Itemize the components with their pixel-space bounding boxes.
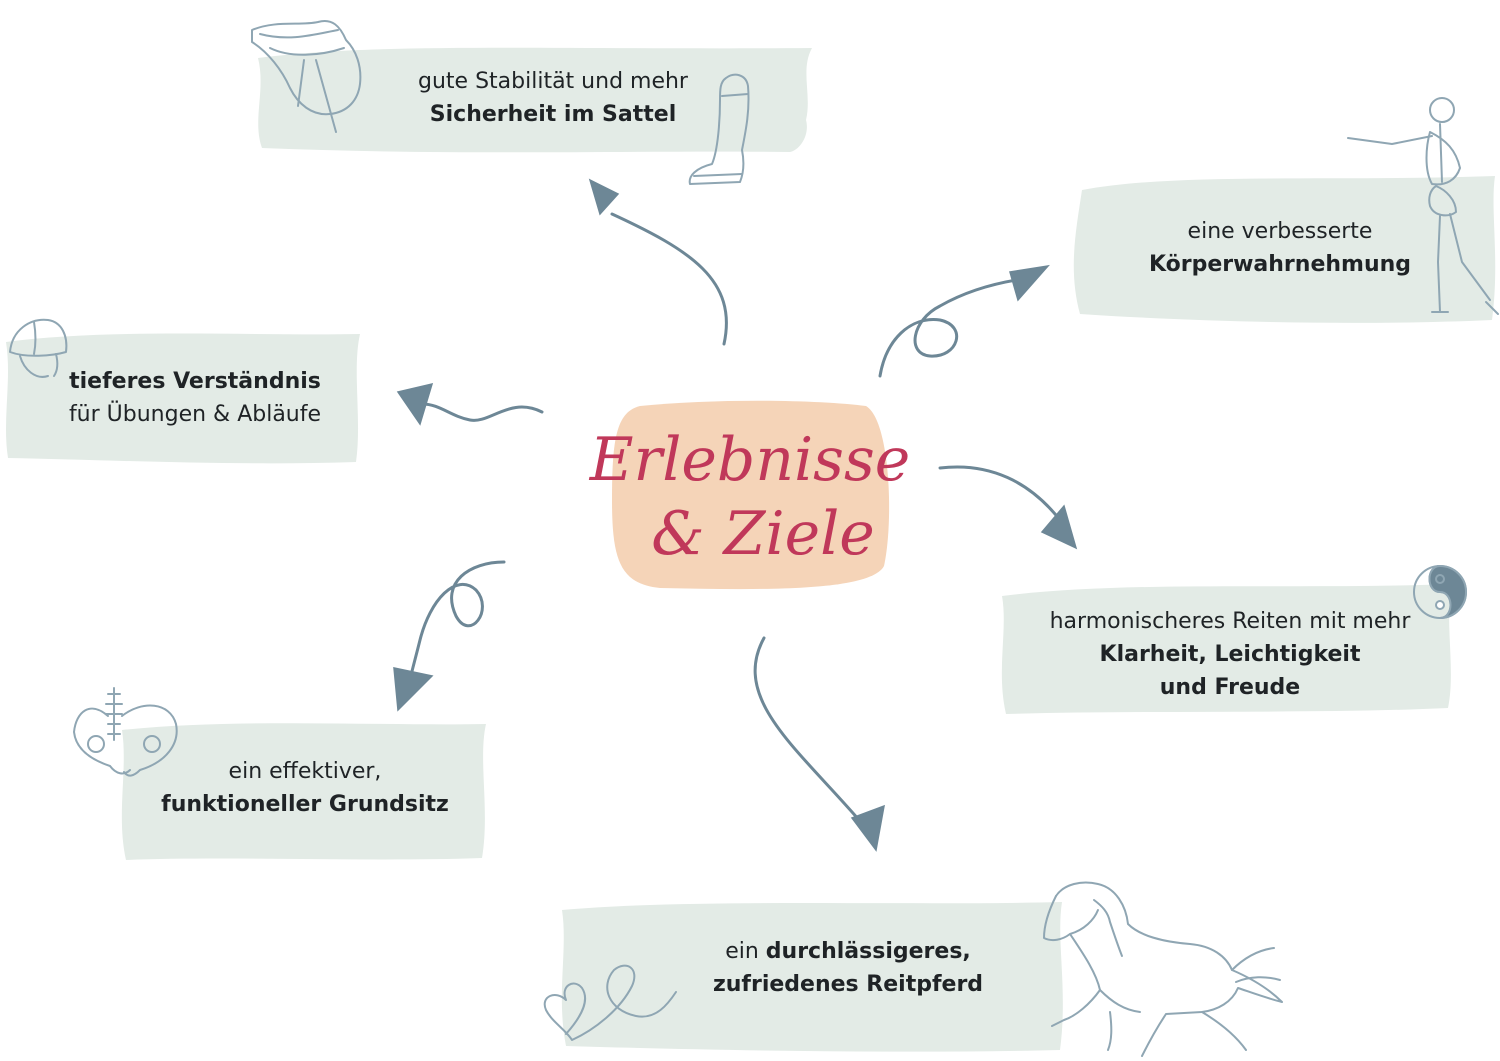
brush-koerper xyxy=(1073,176,1496,323)
arrow-to-reiten xyxy=(938,465,1062,522)
center-title-line1: Erlebnisse xyxy=(589,425,911,495)
node-reitpferd-line2: zufriedenes Reitpferd xyxy=(712,972,984,997)
node-grundsitz-line1: ein effektiver, xyxy=(228,759,382,784)
arrow-to-grundsitz xyxy=(408,560,506,682)
node-sattel-line1: gute Stabilität und mehr xyxy=(418,69,688,94)
center-title: Erlebnisse & Ziele xyxy=(590,404,911,590)
node-reitpferd-line1-prefix: ein xyxy=(725,939,766,964)
center-title-line2: & Ziele xyxy=(651,499,875,569)
arrow-to-sattel xyxy=(610,212,728,346)
node-verstaendnis-line1: tieferes Verständnis xyxy=(69,369,321,394)
node-koerper-line2: Körperwahrnehmung xyxy=(1148,252,1412,277)
riding-boot-icon xyxy=(688,73,750,185)
node-reitpferd-line1: ein durchlässigeres, xyxy=(725,935,971,968)
arrow-to-koerper xyxy=(878,276,1032,378)
node-reitpferd: ein durchlässigeres, zufriedenes Reitpfe… xyxy=(680,932,1016,1004)
brush-reitpferd xyxy=(561,902,1063,1052)
arrowhead-reiten xyxy=(1040,504,1078,550)
arrowhead-sattel xyxy=(588,178,620,216)
horse-icon xyxy=(1043,881,1283,1057)
brush-verstaendnis xyxy=(6,333,360,464)
node-sattel-line2: Sicherheit im Sattel xyxy=(429,102,677,127)
node-reitpferd-line1-bold: durchlässigeres, xyxy=(765,939,971,964)
node-reiten: harmonischeres Reiten mit mehr Klarheit,… xyxy=(1030,604,1430,704)
node-koerper: eine verbesserte Körperwahrnehmung xyxy=(1110,212,1450,284)
node-reiten-line3: und Freude xyxy=(1159,674,1301,700)
brush-sattel xyxy=(258,47,812,153)
pelvis-icon xyxy=(73,687,178,777)
node-sattel: gute Stabilität und mehr Sicherheit im S… xyxy=(360,62,746,134)
brush-grundsitz xyxy=(121,723,486,860)
node-reiten-line1: harmonischeres Reiten mit mehr xyxy=(1049,608,1411,634)
node-koerper-line1: eine verbesserte xyxy=(1187,219,1373,244)
node-grundsitz: ein effektiver, funktioneller Grundsitz xyxy=(140,752,470,824)
arrowhead-grundsitz xyxy=(393,667,434,712)
brush-reiten xyxy=(1001,584,1452,714)
saddle-icon xyxy=(251,20,362,133)
riding-helmet-icon xyxy=(9,318,68,378)
heart-icon xyxy=(543,964,677,1041)
node-reiten-line2: Klarheit, Leichtigkeit xyxy=(1099,641,1361,667)
arrowhead-reitpferd xyxy=(850,804,885,852)
arrow-to-verstaendnis xyxy=(420,402,544,422)
arrowhead-verstaendnis xyxy=(396,382,434,426)
center-blob xyxy=(612,400,890,590)
yin-yang-icon xyxy=(1413,565,1467,619)
arrow-to-reitpferd xyxy=(753,636,868,830)
skeleton-icon xyxy=(1347,97,1499,315)
node-grundsitz-line2: funktioneller Grundsitz xyxy=(161,792,449,817)
node-verstaendnis-line2: für Übungen & Abläufe xyxy=(68,402,322,427)
arrowhead-koerper xyxy=(1009,264,1050,302)
node-verstaendnis: tieferes Verständnis für Übungen & Abläu… xyxy=(30,362,360,434)
